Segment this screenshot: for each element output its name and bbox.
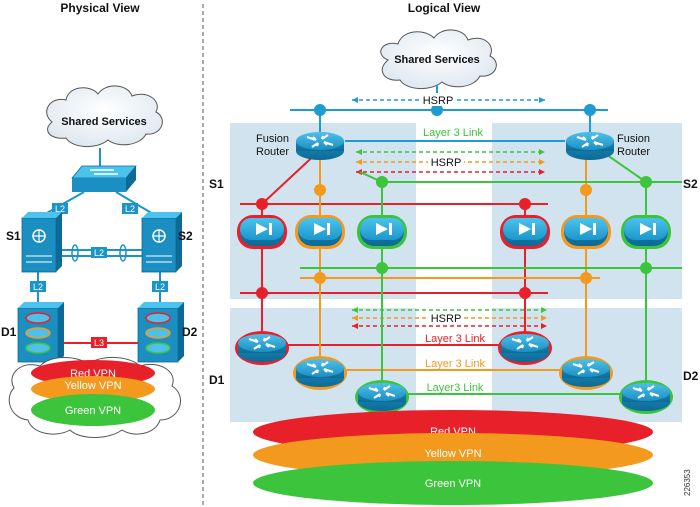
- d1-label: D1: [1, 325, 17, 339]
- firewall-orange-s2-icon: [561, 215, 611, 249]
- layer3-link-orange-label: Layer 3 Link: [425, 358, 485, 370]
- green-vpn-ellipse-physical: [31, 394, 155, 426]
- vpn-stack-logical: Red VPN Yellow VPN Green VPN: [253, 410, 653, 505]
- d1-chassis-icon: [17, 302, 64, 363]
- router-red-d1-icon: [235, 331, 289, 365]
- d2-chassis-icon: [137, 302, 184, 363]
- svg-text:L2: L2: [55, 204, 65, 214]
- fusion-left-line1: Fusion: [256, 133, 289, 145]
- svg-text:L3: L3: [94, 338, 104, 348]
- green-vrf-paths: [300, 149, 682, 395]
- s2-label: S2: [178, 229, 193, 243]
- s2-switch-icon: [141, 212, 182, 273]
- link-label-l2-right-down: L2: [152, 281, 168, 292]
- link-label-l3-bottom: L3: [91, 337, 107, 348]
- shared-services-cloud-logical: Shared Services: [380, 29, 497, 89]
- d2-label-logical: D2: [683, 369, 699, 383]
- router-orange-d2-icon: [559, 356, 613, 390]
- link-label-l2-middle: L2: [91, 247, 107, 258]
- layer3-link-green-label: Layer3 Link: [427, 382, 484, 394]
- fusion-right-line1: Fusion: [617, 133, 650, 145]
- firewall-green-s1-icon: [357, 215, 407, 249]
- fusion-left-line2: Router: [256, 146, 289, 158]
- fusion-router-right-icon: [564, 130, 616, 162]
- hsrp-lower-group: HSRP: [352, 307, 547, 329]
- orange-vrf-paths: [300, 150, 600, 371]
- router-green-d2-icon: [619, 380, 673, 414]
- link-label-l2-left-down: L2: [30, 281, 46, 292]
- fusion-right-line2: Router: [617, 146, 650, 158]
- router-red-d2-icon: [498, 331, 552, 365]
- fusion-router-left-icon: [294, 130, 346, 162]
- firewall-green-s2-icon: [621, 215, 671, 249]
- firewall-red-s2-icon: [500, 215, 550, 249]
- vpn-stack-physical: Red VPN Yellow VPN Green VPN: [31, 360, 155, 426]
- shared-services-cloud-physical: Shared Services: [46, 85, 163, 147]
- shared-services-label-logical: Shared Services: [394, 54, 480, 66]
- hsrp-mid-group: HSRP: [356, 149, 545, 175]
- physical-view: Physical View Shared Services L2 L2 L2: [1, 1, 198, 438]
- hsrp-lower-label: HSRP: [431, 313, 462, 325]
- link-label-l2-top-right: L2: [122, 203, 138, 214]
- s2-label-logical: S2: [683, 177, 698, 191]
- bus-node-center: [431, 104, 443, 116]
- layer3-link-fusion-label: Layer 3 Link: [423, 127, 483, 139]
- logical-view-heading: Logical View: [408, 1, 481, 15]
- hsrp-top-label: HSRP: [423, 95, 454, 107]
- green-vpn-ellipse-logical: [253, 461, 653, 505]
- router-green-d1-icon: [355, 380, 409, 414]
- logical-view: Logical View Shared Services HSRP Layer …: [209, 1, 699, 505]
- hsrp-mid-label: HSRP: [431, 157, 462, 169]
- green-vpn-label-physical: Green VPN: [65, 405, 121, 417]
- s1-label-logical: S1: [209, 177, 224, 191]
- physical-view-heading: Physical View: [60, 1, 140, 15]
- link-label-l2-top-left: L2: [52, 203, 68, 214]
- firewall-red-s1-icon: [237, 215, 287, 249]
- bus-node-left: [314, 104, 326, 116]
- svg-text:L2: L2: [125, 204, 135, 214]
- s1-switch-icon: [21, 212, 62, 273]
- core-switch-icon: [71, 165, 137, 192]
- s1-label: S1: [6, 229, 21, 243]
- shared-services-label: Shared Services: [61, 116, 147, 128]
- red-vrf-paths: [240, 149, 548, 346]
- figure-number: 226353: [683, 469, 692, 496]
- channel-ring-left: [71, 244, 79, 262]
- svg-text:L2: L2: [33, 282, 43, 292]
- svg-text:L2: L2: [155, 282, 165, 292]
- channel-ring-right: [119, 244, 127, 262]
- firewall-orange-s1-icon: [295, 215, 345, 249]
- d2-label: D2: [182, 325, 198, 339]
- bus-node-right: [584, 104, 596, 116]
- yellow-vpn-ellipse-physical: [31, 376, 155, 402]
- svg-text:L2: L2: [94, 248, 104, 258]
- layer3-link-red-label: Layer 3 Link: [425, 333, 485, 345]
- yellow-vpn-label-physical: Yellow VPN: [64, 380, 121, 392]
- d1-label-logical: D1: [209, 373, 225, 387]
- green-vpn-label-logical: Green VPN: [425, 478, 481, 490]
- yellow-vpn-label-logical: Yellow VPN: [424, 448, 481, 460]
- router-orange-d1-icon: [293, 356, 347, 390]
